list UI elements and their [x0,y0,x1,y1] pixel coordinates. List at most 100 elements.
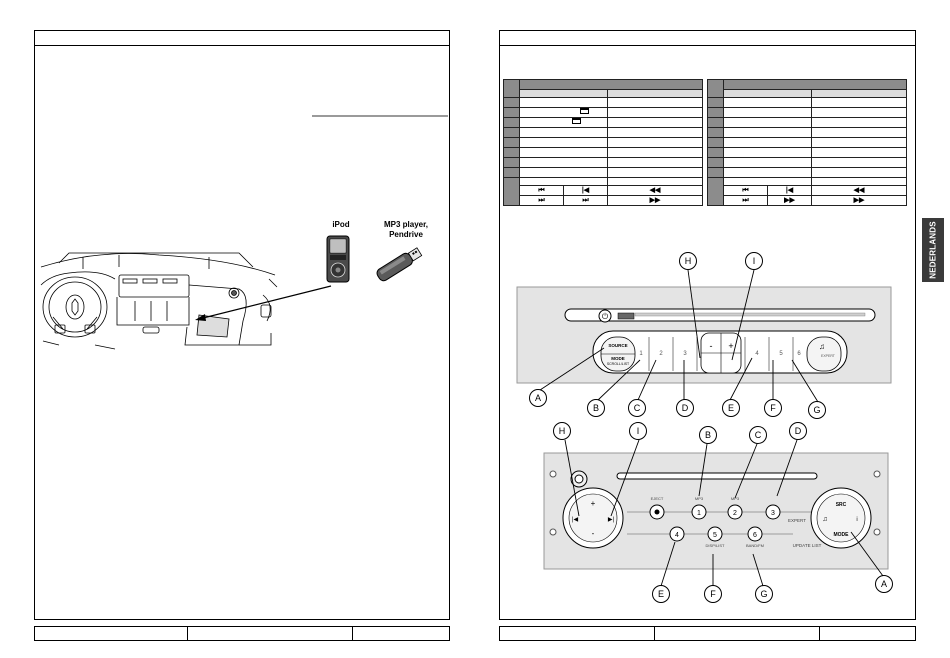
svg-text:4: 4 [755,351,759,357]
svg-text:EXPERT: EXPERT [821,354,836,358]
table-row [707,137,907,148]
svg-text:SRC: SRC [836,502,847,508]
svg-text:2: 2 [733,510,737,517]
table-row [707,97,907,108]
fast-forward-icon: ▶▶ [767,195,812,206]
radio-unit-1: ⏻ SOURCE MODE SCROLL/LIST 1 2 3 4 5 6 - … [516,286,892,384]
table-row [503,137,703,148]
leader-lines-radio-2 [564,439,884,587]
table-row [707,147,907,158]
radio-unit-2: + - |◀ ▶| 1 2 3 EJECT MP3 MP3 EXPERT 4 5… [543,452,889,570]
svg-text:-: - [592,529,595,538]
callout-a-lower: A [875,575,893,593]
prev-track-icon: ⏮ [519,185,564,196]
skip-back-icon: |◀ [563,185,608,196]
svg-text:MP3: MP3 [695,496,704,501]
table-row [707,167,907,178]
right-footer-cell-2 [654,626,820,641]
folder-icon [580,108,589,114]
callout-b: B [587,399,605,417]
callout-i-lower: I [629,422,647,440]
mp3-label-line1: MP3 player, [383,220,429,229]
callout-a: A [529,389,547,407]
svg-text:1: 1 [639,351,643,357]
svg-text:3: 3 [771,510,775,517]
svg-text:EJECT: EJECT [651,496,664,501]
fast-forward-icon: ▶▶ [607,195,703,206]
svg-text:3: 3 [683,351,687,357]
table-row [503,147,703,158]
function-table-right: ⏮ |◀ ◀◀ ⏭ ▶▶ ▶▶ [707,79,907,206]
ipod-label: iPod [332,220,350,229]
svg-text:UPDATE LIST: UPDATE LIST [793,543,822,548]
table-row [503,127,703,138]
left-footer-cell-3 [352,626,450,641]
table-row [503,157,703,168]
svg-text:▶|: ▶| [608,517,615,523]
left-gray-rule [312,115,448,117]
source-button-label: SOURCE [608,343,627,348]
leader-lines-radio-1 [539,269,819,403]
left-page-header [34,30,450,46]
table-row [503,107,703,118]
callout-h-lower: H [553,422,571,440]
left-footer-cell-1 [34,626,188,641]
callout-c-lower: C [749,426,767,444]
svg-text:6: 6 [753,532,757,539]
skip-back-icon: |◀ [767,185,812,196]
callout-f: F [764,399,782,417]
table-row [503,97,703,108]
right-footer-cell-3 [819,626,916,641]
next-track-icon: ⏭ [563,195,608,206]
callout-c: C [628,399,646,417]
prev-track-icon: ⏮ [723,185,768,196]
svg-text:+: + [591,499,596,508]
table-row [707,107,907,118]
svg-text:EXPERT: EXPERT [788,518,806,523]
callout-d-lower: D [789,422,807,440]
ipod-illustration [326,235,350,283]
mp3-label-line2: Pendrive [389,230,423,239]
left-footer-cell-2 [187,626,353,641]
next-track-icon: ⏭ [519,195,564,206]
table-row: ⏭ ▶▶ ▶▶ [708,195,907,206]
svg-text:4: 4 [675,532,679,539]
svg-text:MP3: MP3 [731,496,740,501]
svg-text:6: 6 [797,351,801,357]
next-track-icon: ⏭ [723,195,768,206]
table-row [707,177,907,206]
table-row [707,127,907,138]
svg-text:DISP/LIST: DISP/LIST [706,543,725,548]
callout-g: G [808,401,826,419]
callout-h-top: H [679,252,697,270]
svg-text:2: 2 [659,351,663,357]
function-table-left: ⏮ |◀ ◀◀ ⏭ ⏭ ▶▶ [503,79,703,206]
table-row [707,117,907,128]
svg-text:5: 5 [779,351,783,357]
svg-text:⏻: ⏻ [602,312,609,321]
table-row: ⏮ |◀ ◀◀ [708,185,907,196]
table-row [503,167,703,178]
callout-b-lower: B [699,426,717,444]
folder-icon [572,118,581,124]
rewind-icon: ◀◀ [811,185,907,196]
table-row [707,157,907,168]
svg-text:1: 1 [697,510,701,517]
callout-i-top: I [745,252,763,270]
svg-text:i: i [856,517,857,523]
callout-g-lower: G [755,585,773,603]
table-row [503,177,703,206]
rewind-icon: ◀◀ [607,185,703,196]
right-page-header [499,30,916,46]
mode-button-label: MODE [611,356,625,361]
svg-text:♫: ♫ [822,516,827,523]
callout-e: E [722,399,740,417]
left-page-frame: iPod MP3 player, Pendrive [34,30,450,620]
table-row [503,117,703,128]
svg-text:|◀: |◀ [572,517,579,523]
right-footer-cell-1 [499,626,655,641]
table-row: ⏮ |◀ ◀◀ [504,185,703,196]
svg-text:♫: ♫ [819,342,825,351]
callout-d: D [676,399,694,417]
svg-text:BAND/FM: BAND/FM [746,543,764,548]
